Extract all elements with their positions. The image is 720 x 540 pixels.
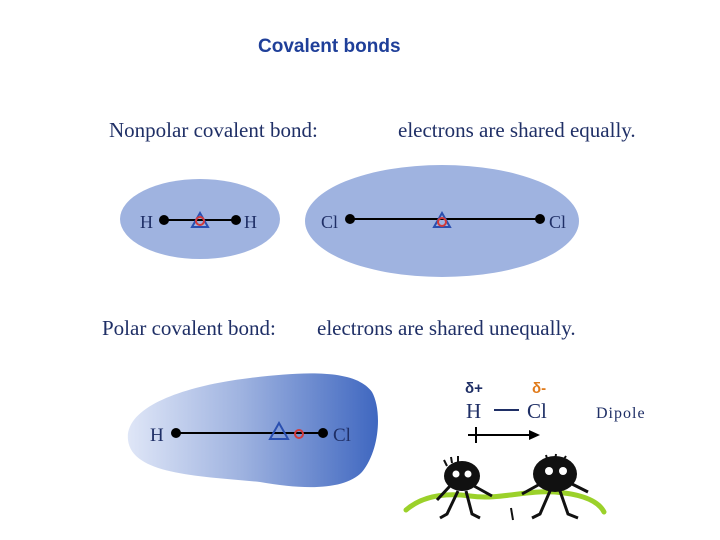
cl2-molecule: Cl Cl — [305, 165, 579, 277]
hcl-right-atom: Cl — [333, 425, 351, 446]
cl2-electron-circle — [437, 217, 447, 227]
hcl-electron-circle — [294, 429, 304, 439]
dipole-notation: δ+ δ- H Cl Dipole — [465, 380, 646, 443]
h2-right-atom: H — [244, 212, 257, 232]
cl2-left-atom: Cl — [321, 212, 338, 232]
dipole-right-atom: Cl — [527, 399, 547, 423]
nonpolar-label: Nonpolar covalent bond: — [109, 118, 318, 142]
page-title: Covalent bonds — [258, 36, 401, 57]
polar-description: electrons are shared unequally. — [317, 316, 576, 340]
small-figure-icon — [435, 456, 493, 520]
delta-minus-label: δ- — [532, 380, 546, 397]
cl2-left-nucleus — [345, 214, 355, 224]
h2-left-nucleus — [159, 215, 169, 225]
center-marker — [510, 507, 514, 521]
h2-molecule: H H — [120, 179, 280, 259]
h2-electron-circle — [195, 216, 205, 226]
hcl-left-nucleus — [171, 428, 181, 438]
cl2-electron-cloud — [305, 165, 579, 277]
large-figure-icon — [521, 453, 589, 520]
hcl-molecule: H Cl — [127, 373, 378, 488]
h2-left-atom: H — [140, 212, 153, 232]
tug-of-war-cartoon — [403, 453, 607, 521]
hcl-right-nucleus — [318, 428, 328, 438]
dipole-label: Dipole — [596, 405, 646, 422]
nonpolar-description: electrons are shared equally. — [398, 118, 636, 142]
hcl-center-triangle — [268, 420, 290, 440]
delta-plus-label: δ+ — [465, 380, 483, 397]
polar-label: Polar covalent bond: — [102, 316, 276, 340]
hcl-left-atom: H — [150, 425, 164, 446]
h2-right-nucleus — [231, 215, 241, 225]
rope — [403, 489, 607, 515]
cl2-right-nucleus — [535, 214, 545, 224]
dipole-arrow-head — [529, 430, 540, 440]
dipole-left-atom: H — [466, 399, 481, 423]
hcl-electron-cloud — [127, 373, 378, 488]
cl2-right-atom: Cl — [549, 212, 566, 232]
